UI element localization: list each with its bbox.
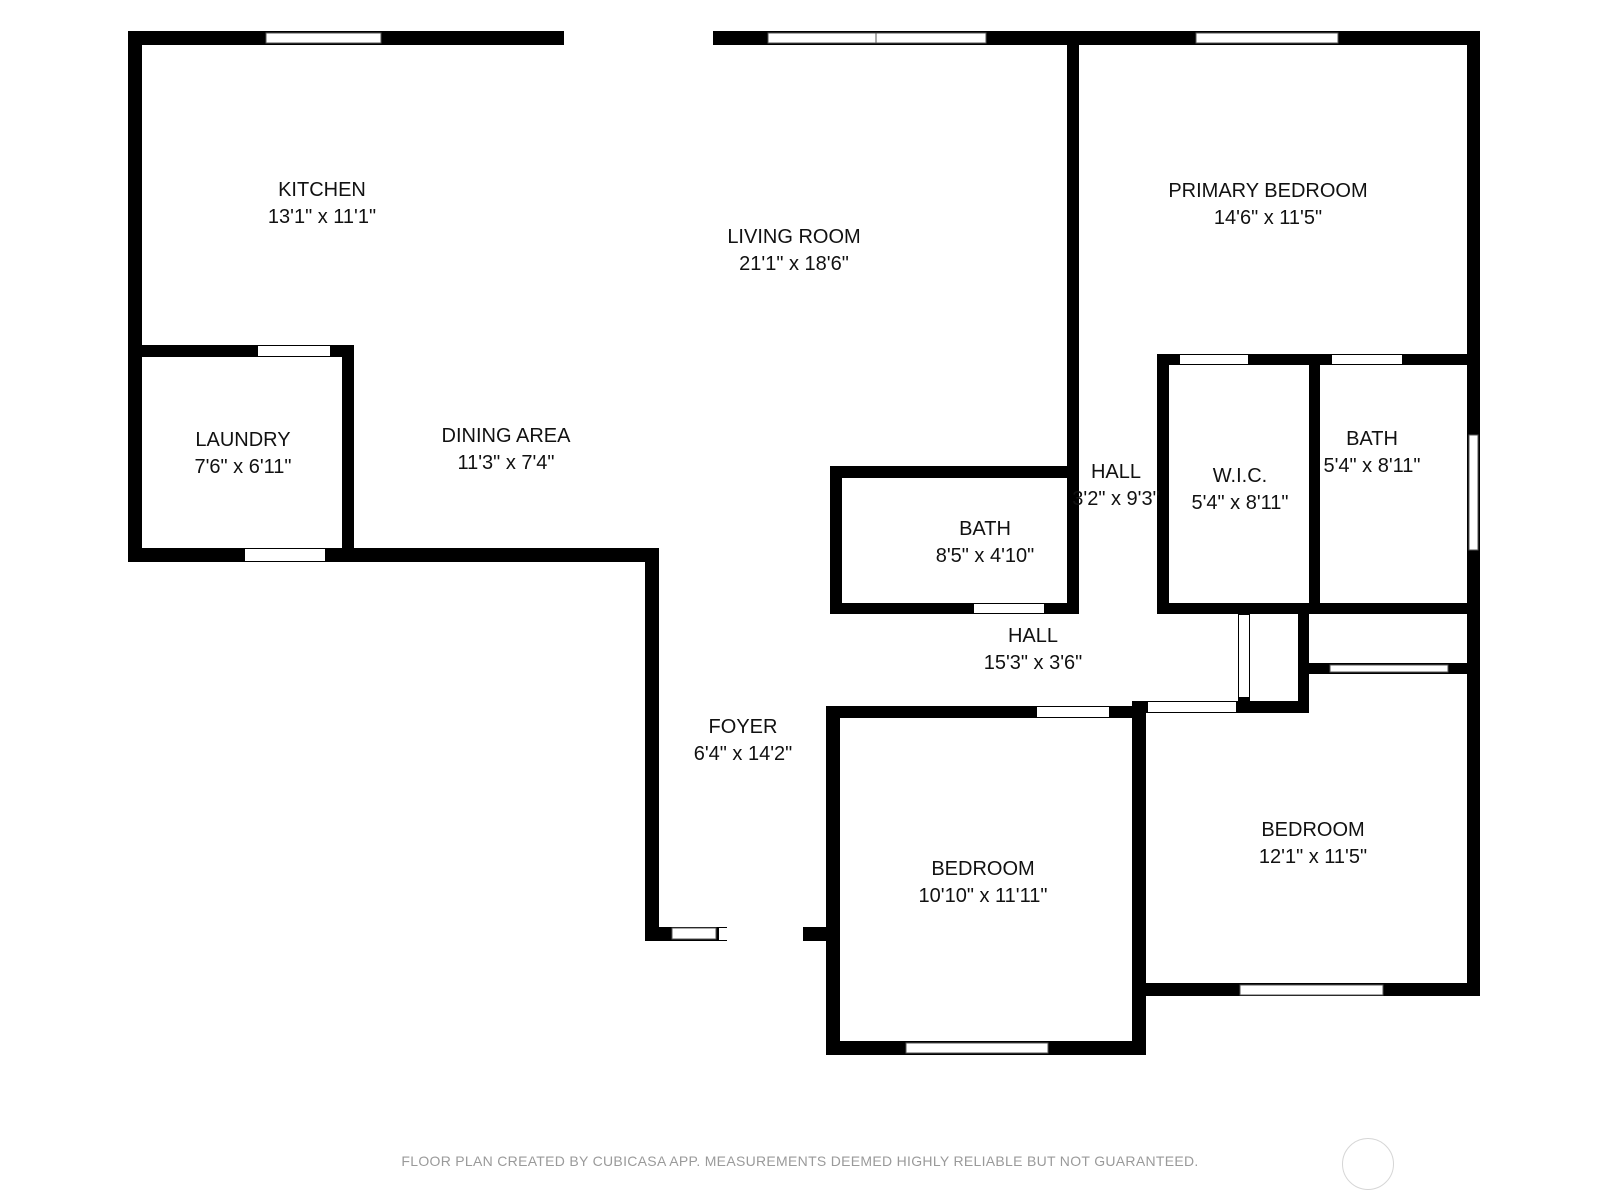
room-name: LAUNDRY: [195, 429, 290, 451]
room-size: 14'6" x 11'5": [1214, 207, 1322, 229]
room-size: 5'4" x 8'11": [1191, 492, 1288, 514]
openings: [265, 32, 1479, 1054]
room-name: PRIMARY BEDROOM: [1168, 180, 1367, 202]
room-name: BEDROOM: [931, 858, 1034, 880]
room-name: FOYER: [709, 716, 778, 738]
room-name: KITCHEN: [278, 179, 366, 201]
room-size: 7'6" x 6'11": [194, 456, 291, 478]
room-name: BATH: [1346, 428, 1398, 450]
room-name: BEDROOM: [1261, 819, 1364, 841]
room-size: 8'5" x 4'10": [936, 545, 1035, 567]
room-name: HALL: [1091, 461, 1141, 483]
room-size: 15'3" x 3'6": [984, 652, 1083, 674]
room-name: HALL: [1008, 625, 1058, 647]
footer-disclaimer: FLOOR PLAN CREATED BY CUBICASA APP. MEAS…: [401, 1153, 1199, 1169]
cubicasa-logo-icon: [1342, 1138, 1394, 1190]
room-size: 10'10" x 11'11": [919, 885, 1048, 907]
room-size: 6'4" x 14'2": [694, 743, 793, 765]
room-size: 3'2" x 9'3": [1072, 488, 1159, 510]
room-labels: KITCHEN 13'1" x 11'1" LIVING ROOM 21'1" …: [194, 179, 1420, 907]
door-gaps: [245, 346, 1402, 940]
room-name: BATH: [959, 518, 1011, 540]
room-size: 13'1" x 11'1": [268, 206, 376, 228]
room-size: 12'1" x 11'5": [1259, 846, 1367, 868]
room-name: W.I.C.: [1213, 465, 1267, 487]
room-name: DINING AREA: [442, 425, 572, 447]
room-size: 11'3" x 7'4": [457, 452, 554, 474]
room-size: 5'4" x 8'11": [1323, 455, 1420, 477]
room-size: 21'1" x 18'6": [739, 253, 849, 275]
room-name: LIVING ROOM: [727, 226, 860, 248]
